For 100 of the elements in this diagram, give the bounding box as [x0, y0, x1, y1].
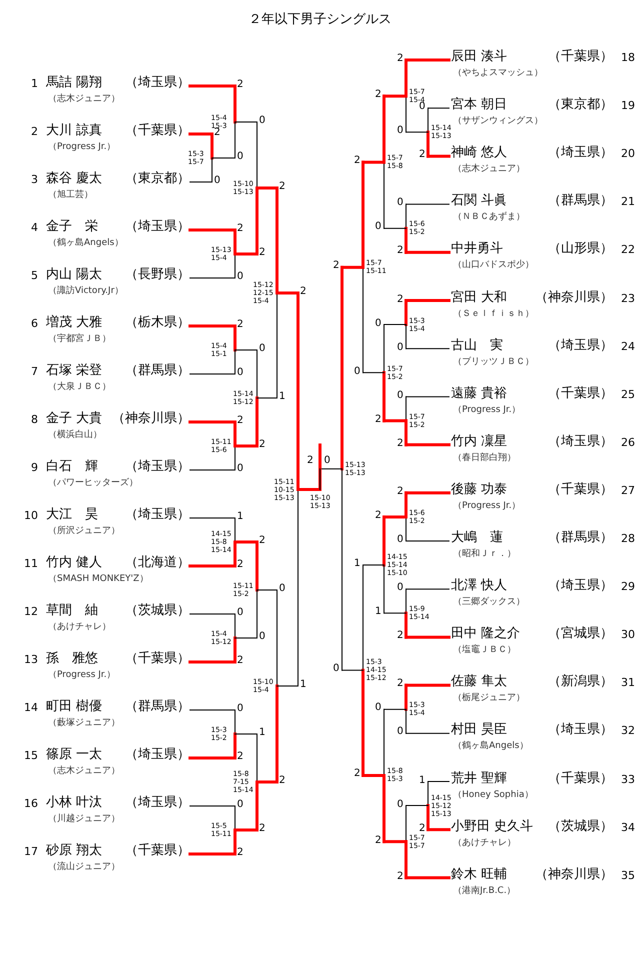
- entry-number: 15: [24, 749, 38, 762]
- games-won: 2: [237, 751, 244, 762]
- prefecture-label: （千葉県）: [548, 48, 613, 65]
- entry-number: 29: [621, 580, 635, 594]
- prefecture-label: （埼玉県）: [548, 336, 613, 354]
- player-name: 石塚 栄登: [46, 362, 102, 379]
- player-name: 荒井 聖輝: [451, 770, 508, 786]
- games-won: 0: [237, 463, 244, 474]
- games-won: 0: [237, 271, 244, 282]
- games-won: 0: [397, 197, 404, 208]
- games-won: 1: [375, 606, 382, 618]
- games-won: 0: [397, 390, 404, 401]
- games-won: 2: [333, 260, 340, 272]
- prefecture-label: （神奈川県）: [535, 866, 613, 883]
- entry-number: 27: [621, 484, 635, 497]
- player-name: 白石 輝: [46, 458, 98, 475]
- prefecture-label: （埼玉県）: [125, 506, 190, 523]
- prefecture-label: （千葉県）: [125, 650, 190, 667]
- games-won: 2: [375, 89, 382, 100]
- club-label: （港南Jr.B.C.）: [453, 884, 516, 897]
- prefecture-label: （千葉県）: [548, 384, 613, 402]
- games-won: 2: [354, 768, 360, 780]
- entry-number: 32: [621, 724, 635, 738]
- games-won: 2: [375, 510, 382, 521]
- prefecture-label: （埼玉県）: [125, 74, 190, 91]
- prefecture-label: （神奈川県）: [535, 288, 613, 306]
- prefecture-label: （東京都）: [125, 170, 190, 187]
- games-won: 2: [397, 294, 404, 304]
- club-label: （ＮＢＣあずま）: [453, 210, 525, 224]
- games-won: 0: [397, 798, 404, 810]
- player-name: 町田 樹優: [46, 698, 102, 715]
- games-won: 0: [237, 151, 244, 162]
- player-name: 大江 昊: [46, 506, 98, 523]
- games-won: 2: [419, 822, 426, 834]
- games-won: 1: [237, 511, 244, 522]
- games-won: 2: [375, 414, 382, 425]
- games-won: 1: [300, 679, 306, 690]
- entry-number: 1: [30, 77, 38, 90]
- player-name: 大嶋 蓮: [451, 529, 503, 546]
- player-name: 篠原 一太: [46, 746, 102, 763]
- entry-number: 31: [621, 676, 635, 690]
- player-name: 宮田 大和: [451, 288, 508, 306]
- games-won: 0: [237, 799, 244, 810]
- prefecture-label: （千葉県）: [548, 770, 613, 786]
- club-label: （Progress Jr.）: [48, 669, 116, 681]
- entry-number: 8: [30, 413, 38, 426]
- entry-number: 24: [621, 340, 635, 353]
- entry-number: 35: [621, 868, 635, 882]
- prefecture-label: （宮城県）: [548, 625, 613, 642]
- club-label: （横浜白山）: [48, 428, 102, 441]
- prefecture-label: （埼玉県）: [125, 458, 190, 475]
- entry-number: 20: [621, 147, 635, 160]
- games-won: 0: [259, 115, 266, 126]
- player-name: 後藤 功泰: [451, 480, 508, 498]
- games-won: 1: [279, 391, 286, 402]
- games-won: 0: [397, 726, 404, 738]
- games-won: 2: [354, 155, 360, 166]
- player-name: 遠藤 貴裕: [451, 384, 508, 402]
- prefecture-label: （埼玉県）: [548, 721, 613, 738]
- player-name: 小林 叶汰: [46, 794, 102, 811]
- entry-number: 9: [30, 461, 38, 474]
- player-name: 金子 大貴: [46, 410, 102, 427]
- player-name: 森谷 慶太: [46, 170, 102, 187]
- entry-number: 10: [24, 509, 38, 522]
- prefecture-label: （新潟県）: [548, 673, 613, 690]
- prefecture-label: （茨城県）: [125, 602, 190, 619]
- club-label: （ブリッツＪＢＣ）: [453, 356, 534, 368]
- player-name: 神崎 悠人: [451, 144, 508, 162]
- player-name: 大川 諒真: [46, 122, 102, 139]
- player-name: 北澤 快人: [451, 577, 508, 594]
- player-name: 辰田 湊斗: [451, 48, 508, 65]
- player-name: 田中 隆之介: [451, 625, 520, 642]
- games-won: 2: [237, 559, 244, 570]
- club-label: （流山ジュニア）: [48, 860, 120, 873]
- player-name: 増茂 大雅: [46, 314, 102, 331]
- games-won: 2: [375, 834, 382, 846]
- games-won: 0: [375, 702, 382, 714]
- games-won: 0: [214, 175, 220, 186]
- entry-number: 2: [30, 125, 38, 138]
- games-won: 2: [237, 79, 244, 90]
- games-won: 2: [279, 181, 286, 192]
- club-label: （諏訪Victory.Jr）: [48, 284, 124, 297]
- games-won: 0: [397, 534, 404, 545]
- title: ２年以下男子シングルス: [248, 11, 392, 28]
- games-won: 2: [397, 53, 404, 64]
- games-won: 0: [397, 342, 404, 353]
- games-won: 2: [237, 415, 244, 426]
- games-won: 0: [324, 454, 330, 466]
- games-won: 2: [279, 775, 286, 786]
- club-label: （山口バドスポ少）: [453, 258, 534, 272]
- entry-number: 13: [24, 653, 38, 666]
- club-label: （志木ジュニア）: [453, 162, 525, 176]
- games-won: 0: [333, 663, 340, 674]
- games-won: 2: [419, 149, 426, 160]
- games-won: 1: [259, 727, 266, 738]
- club-label: （宇都宮ＪＢ）: [48, 332, 111, 345]
- club-label: （Honey Sophia）: [453, 788, 534, 800]
- club-label: （藪塚ジュニア）: [48, 716, 120, 729]
- entry-number: 11: [24, 557, 38, 570]
- games-won: 0: [375, 221, 382, 232]
